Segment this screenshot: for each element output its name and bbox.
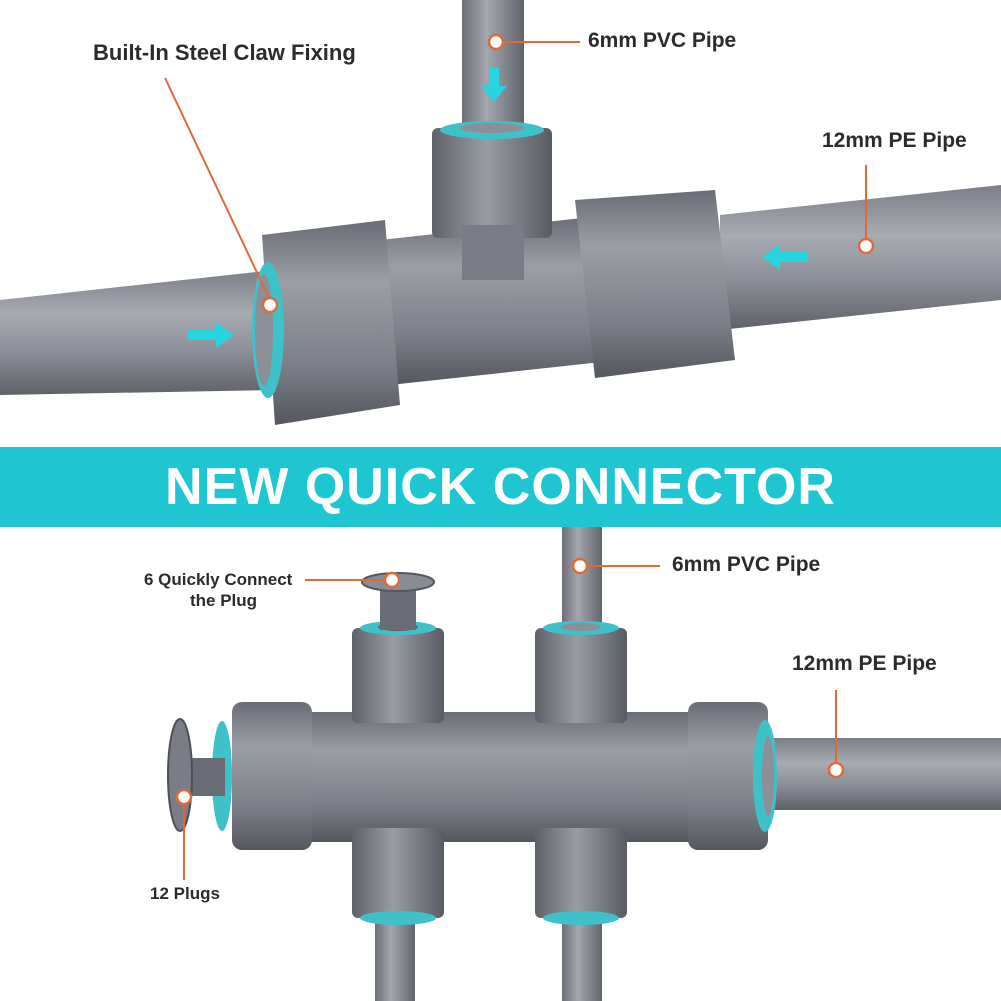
callout-dot-pe-bottom xyxy=(827,761,845,779)
branch-collar-bottom-right xyxy=(535,828,627,918)
branch-collar-top-right xyxy=(535,628,627,723)
bottom-pvc-pipe-bottom-right xyxy=(562,915,602,1001)
label-steel-claw: Built-In Steel Claw Fixing xyxy=(93,40,356,65)
branch-collar-top-left xyxy=(352,628,444,723)
label-pe-pipe-top: 12mm PE Pipe xyxy=(822,129,967,152)
bottom-pe-pipe xyxy=(765,738,1001,810)
tee-vertical-collar xyxy=(432,128,552,238)
arrow-left-icon xyxy=(762,244,808,270)
manifold-left-collar xyxy=(232,702,312,850)
callout-dot-pvc-bottom xyxy=(571,557,589,575)
bottom-pvc-pipe-bottom-left xyxy=(375,915,415,1001)
label-pvc-pipe-top: 6mm PVC Pipe xyxy=(588,29,737,52)
callout-dot-plug-connect xyxy=(383,571,401,589)
label-plug-connect-line1: 6 Quickly Connect xyxy=(144,570,293,589)
top-tee-connector xyxy=(0,0,1001,425)
bottom-seal-ring-bottom-left xyxy=(360,911,436,925)
bottom-manifold xyxy=(167,527,1001,1001)
top-flow-arrows xyxy=(188,68,808,348)
arrow-right-icon xyxy=(188,322,234,348)
bottom-pvc-pipe-top xyxy=(562,527,602,632)
arrow-down-icon xyxy=(481,68,507,102)
bottom-seal-ring-bottom-right xyxy=(543,911,619,925)
top-pe-pipe-right xyxy=(720,185,1001,330)
tee-right-collar xyxy=(575,190,735,378)
banner: NEW QUICK CONNECTOR xyxy=(0,447,1001,527)
top-callout-lines xyxy=(164,41,867,301)
manifold-body xyxy=(300,712,700,842)
label-pe-pipe-bottom: 12mm PE Pipe xyxy=(792,652,937,675)
callout-dot-claw xyxy=(261,296,279,314)
bottom-callout-lines xyxy=(183,565,837,880)
tee-body xyxy=(380,215,620,385)
label-pvc-pipe-bottom: 6mm PVC Pipe xyxy=(672,553,821,576)
banner-title: NEW QUICK CONNECTOR xyxy=(165,458,836,516)
callout-dot-plugs xyxy=(175,788,193,806)
branch-collar-bottom-left xyxy=(352,828,444,918)
manifold-right-collar xyxy=(688,702,768,850)
tee-left-collar xyxy=(262,220,400,425)
top-pe-pipe-left xyxy=(0,270,275,395)
callout-dot-pvc-top xyxy=(487,33,505,51)
top-pvc-pipe xyxy=(462,0,524,130)
label-plug-connect-line2: the Plug xyxy=(190,591,258,610)
label-plugs: 12 Plugs xyxy=(150,884,220,903)
callout-dot-pe-top xyxy=(857,237,875,255)
